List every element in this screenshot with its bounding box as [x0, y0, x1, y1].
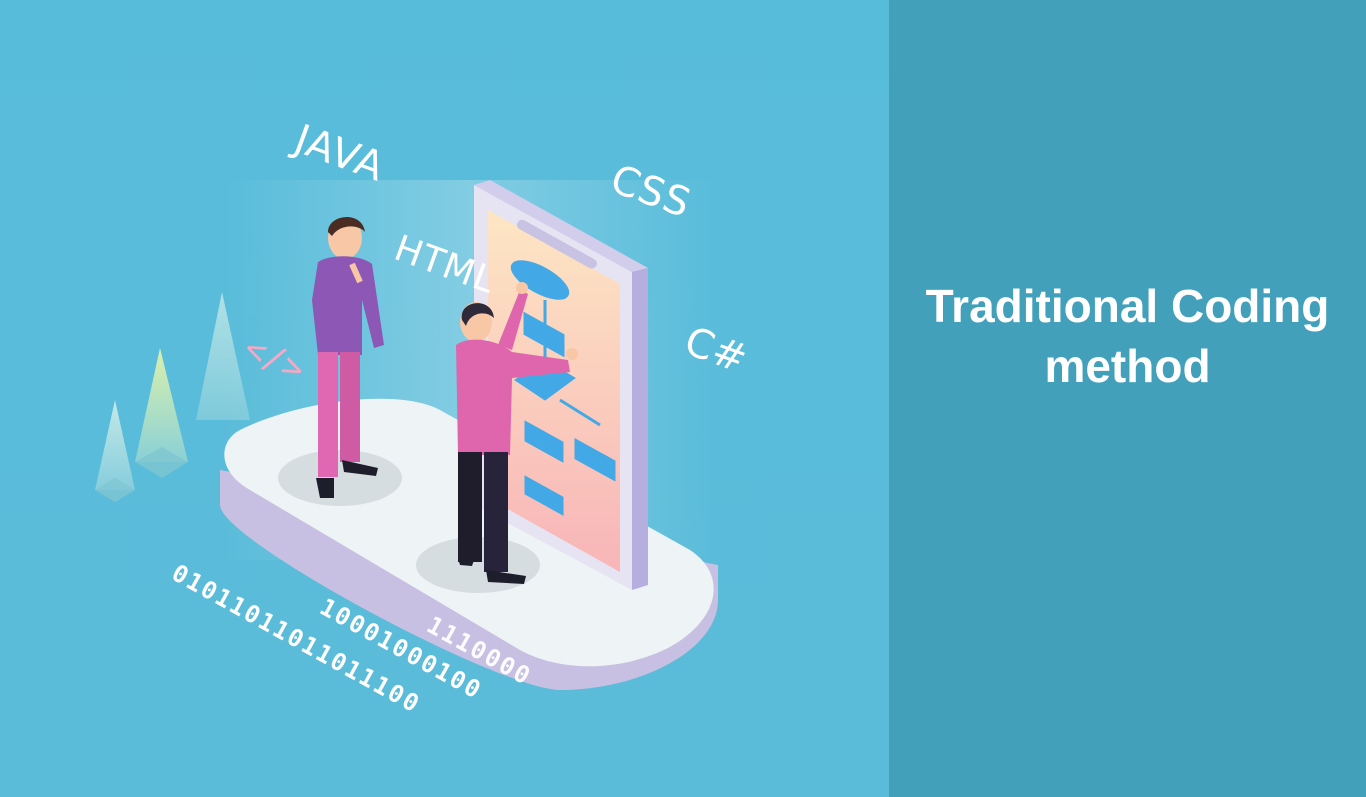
title-panel: Traditional Coding method: [889, 0, 1366, 797]
prism-decoration: [95, 292, 250, 502]
person-drawing: [456, 282, 578, 584]
person-thinking: [312, 216, 384, 498]
headline-line-1: Traditional Coding: [925, 280, 1330, 332]
headline: Traditional Coding method: [889, 276, 1366, 396]
coding-illustration: </>: [0, 0, 889, 797]
headline-line-2: method: [1044, 340, 1211, 392]
